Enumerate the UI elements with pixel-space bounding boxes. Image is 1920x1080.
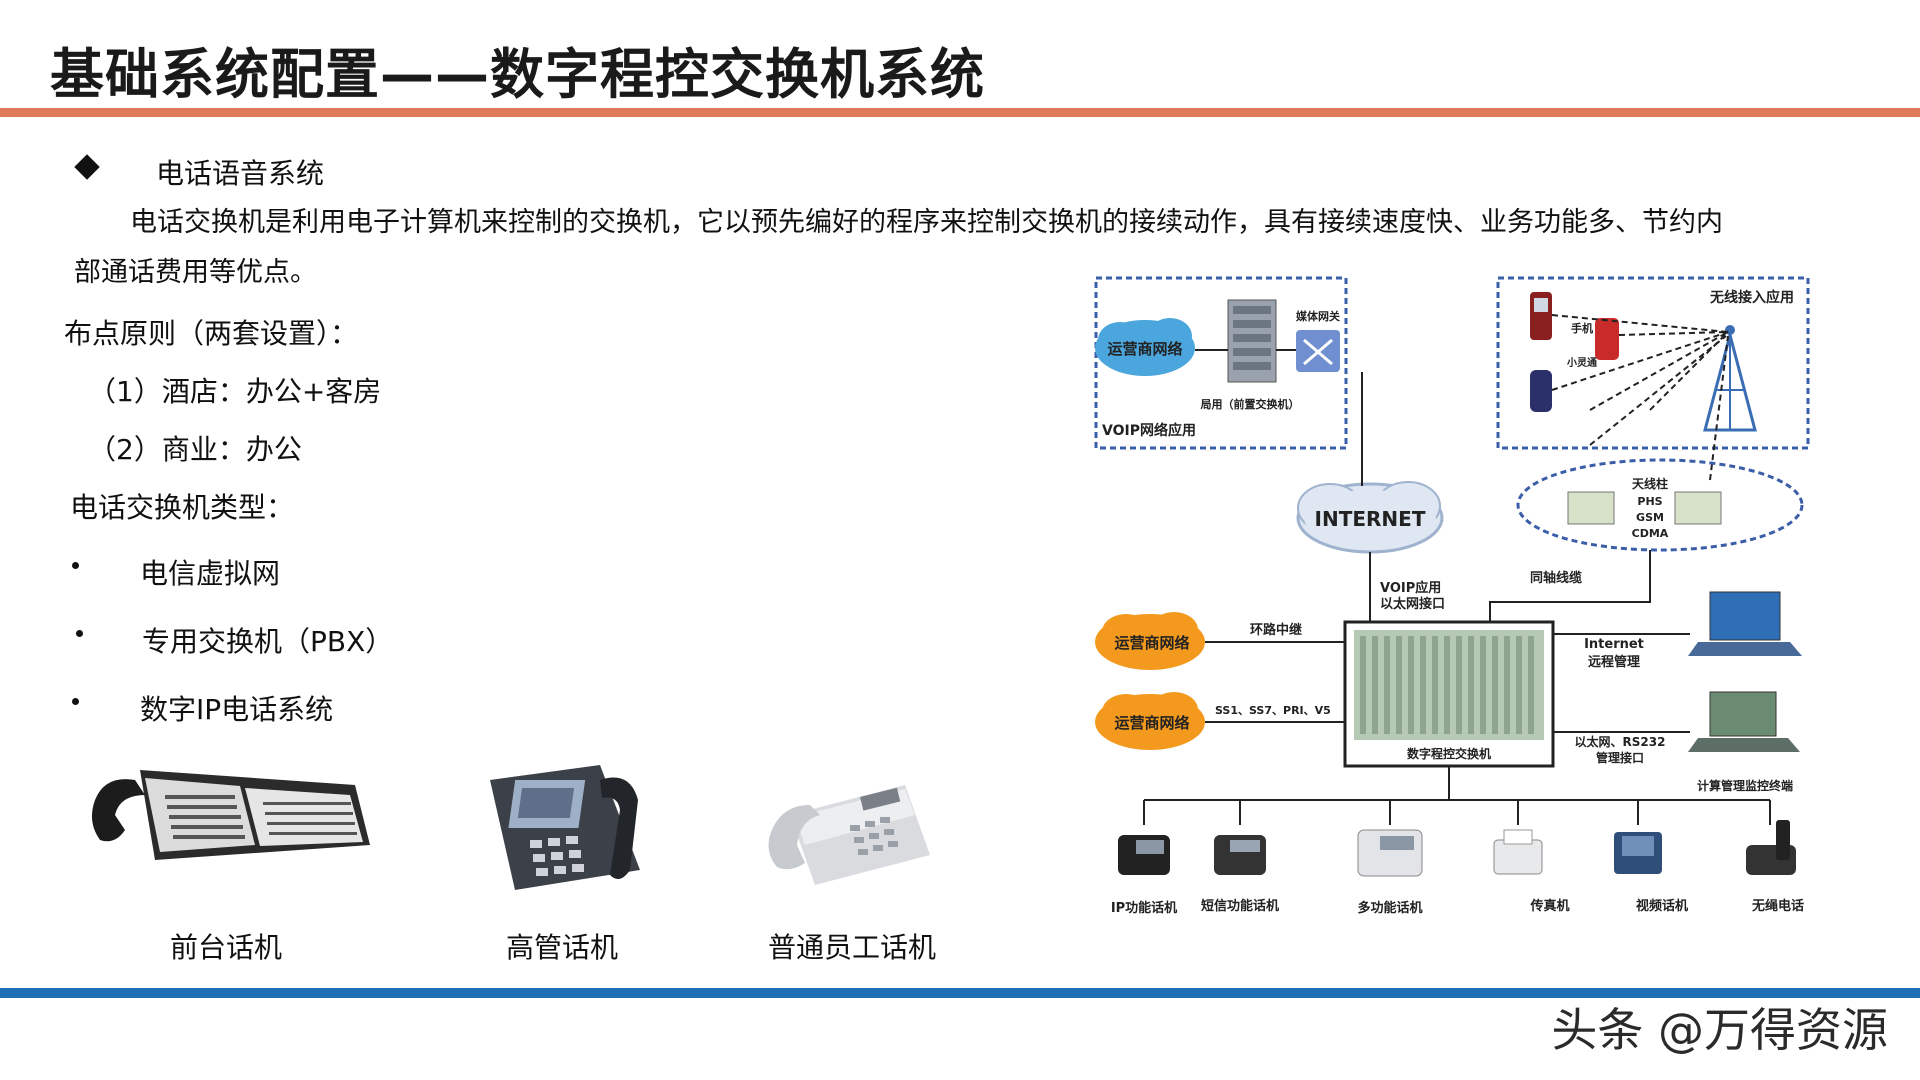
cordless-phone-icon	[1746, 820, 1796, 875]
internet-label: INTERNET	[1315, 507, 1426, 531]
title-divider	[0, 108, 1920, 117]
terminal-label: 无绳电话	[1751, 898, 1804, 914]
media-gateway-icon	[1296, 330, 1340, 372]
voip-zone-label: VOIP网络应用	[1102, 422, 1196, 439]
diamond-bullet-icon	[74, 154, 99, 179]
executive-phone-icon	[470, 760, 650, 895]
terminal-label: 传真机	[1529, 898, 1569, 914]
laptop-icon	[1688, 692, 1800, 752]
antenna-label: 天线柱	[1632, 476, 1668, 491]
internet-mgmt-label-1: Internet	[1584, 637, 1644, 652]
local-switch-icon	[1228, 300, 1276, 382]
operator-label-2: 运营商网络	[1114, 714, 1189, 732]
flip-phone-icon	[1530, 370, 1552, 412]
phone-label-executive: 高管话机	[506, 926, 618, 966]
operator-label-1: 运营商网络	[1114, 634, 1189, 652]
intro-line-1: 电话交换机是利用电子计算机来控制的交换机，它以预先编好的程序来控制交换机的接续动…	[130, 200, 1723, 239]
sms-phone-icon	[1214, 835, 1266, 875]
mobile-phone-icon	[1530, 292, 1552, 340]
pbx-network-diagram: 运营商网络 局用（前置交换机） 媒体网关 VOIP网络应用 无线接入应用 手机 …	[1090, 270, 1820, 935]
multifunction-phone-icon	[1358, 830, 1422, 876]
wireless-zone-label: 无线接入应用	[1709, 289, 1794, 306]
section-heading: 电话语音系统	[156, 152, 324, 192]
terminal-label: IP功能话机	[1111, 900, 1177, 916]
bullet-icon	[72, 562, 79, 569]
principle-hotel: （1）酒店：办公+客房	[88, 370, 381, 410]
staff-phone-icon	[765, 775, 935, 890]
type-item: 电信虚拟网	[140, 552, 280, 592]
page-title: 基础系统配置——数字程控交换机系统	[50, 30, 985, 109]
voip-eth-label-2: 以太网接口	[1380, 596, 1445, 612]
voip-operator-label: 运营商网络	[1107, 340, 1182, 358]
bullet-icon	[72, 698, 79, 705]
video-phone-icon	[1614, 832, 1662, 874]
phone-label-staff: 普通员工话机	[768, 926, 936, 966]
phs-label: 小灵通	[1566, 356, 1597, 369]
eth-mgmt-label-1: 以太网、RS232	[1575, 734, 1666, 749]
ip-phone-icon	[1118, 835, 1170, 875]
layout-principle-heading: 布点原则（两套设置）：	[64, 312, 358, 352]
mobile-label: 手机	[1571, 321, 1593, 335]
antenna-phs-label: PHS	[1637, 495, 1662, 508]
antenna-cdma-label: CDMA	[1632, 527, 1669, 540]
phone-label-front-desk: 前台话机	[170, 926, 282, 966]
type-item: 专用交换机（PBX）	[142, 620, 393, 660]
media-gateway-label: 媒体网关	[1295, 309, 1340, 323]
loop-trunk-label: 环路中继	[1250, 622, 1302, 638]
console-phone-icon	[85, 760, 370, 870]
type-item: 数字IP电话系统	[140, 688, 333, 728]
local-switch-label: 局用（前置交换机）	[1200, 397, 1300, 411]
types-heading: 电话交换机类型：	[70, 486, 294, 526]
terminal-label: 多功能话机	[1357, 900, 1422, 916]
principle-commercial: （2）商业：办公	[88, 428, 302, 468]
phs-phone-icon	[1595, 318, 1619, 360]
intro-line-2: 部通话费用等优点。	[74, 250, 317, 289]
voip-eth-label-1: VOIP应用	[1380, 580, 1441, 596]
internet-mgmt-label-2: 远程管理	[1588, 654, 1640, 670]
eth-mgmt-label-2: 管理接口	[1596, 750, 1644, 765]
signaling-label: SS1、SS7、PRI、V5	[1215, 704, 1331, 717]
terminal-label: 短信功能话机	[1201, 898, 1279, 914]
pbx-cabinet-icon	[1345, 622, 1553, 766]
antenna-gsm-label: GSM	[1636, 511, 1664, 524]
watermark: 头条 @万得资源	[1551, 994, 1888, 1060]
pbx-label: 数字程控交换机	[1407, 746, 1491, 761]
bullet-icon	[76, 630, 83, 637]
fax-icon	[1494, 830, 1542, 874]
laptop-icon	[1688, 592, 1802, 656]
mgmt-terminal-label: 计算管理监控终端	[1697, 778, 1793, 793]
coax-label: 同轴线缆	[1530, 570, 1582, 586]
terminal-label: 视频话机	[1636, 898, 1688, 914]
